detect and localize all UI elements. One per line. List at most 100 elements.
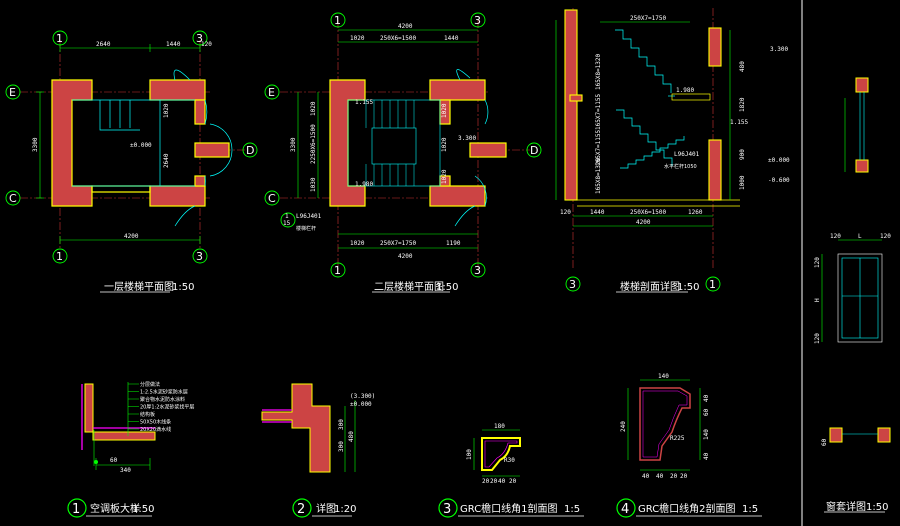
plan2-dim-top-1: 1020	[350, 35, 365, 42]
detail3-number: 3	[443, 502, 451, 517]
detail1-note: 50X50木线条	[140, 419, 171, 426]
detail1-dim-340: 340	[120, 467, 131, 474]
detail1-note: 20厚1:2水泥砂浆找平层	[140, 404, 194, 411]
detail1-note: 20X20滴水线	[140, 426, 171, 433]
detail2-level-1: (3.300)	[350, 393, 375, 400]
detail3-dim-100: 100	[466, 449, 473, 460]
section-bottom-1: 1440	[590, 209, 605, 216]
plan2-dim-top-3: 1440	[444, 35, 459, 42]
detail3-grc-cornice-1: 180 100 R30 20 20 40 20 3 GRC檐口线角1剖面图 1:…	[438, 423, 584, 518]
detail2-level-2: ±0.000	[350, 401, 372, 408]
plan2-axis-1-top: 1	[334, 14, 341, 27]
window-dim-2: 120	[880, 233, 891, 240]
detail3-dim-d: 20	[509, 478, 517, 485]
plan2-right-1: 1020	[441, 103, 448, 118]
detail1-ac-slab: 分层做法1:2.5水泥砂浆防水层聚合物水泥防水涂料20厚1:2水泥砂浆找平层结构…	[67, 381, 194, 518]
detail3-dim-c: 40	[498, 478, 506, 485]
plan1-axis-1-bottom: 1	[56, 250, 63, 263]
window-dim-60: 60	[821, 438, 828, 446]
plan2-dim-left: 3300	[290, 137, 297, 152]
detail4-title: GRC檐口线角2剖面图	[638, 502, 736, 515]
plan2-right-2: 1020	[441, 137, 448, 152]
plan2-level-3: 3.300	[458, 135, 476, 142]
detail4-dim-40a: 40	[703, 394, 710, 402]
plan2-side-1: 1020	[310, 101, 317, 116]
detail4-dim-R: R225	[670, 435, 685, 442]
detail2-scale: 1:20	[334, 504, 356, 515]
plan2-title: 二层楼梯平面图	[374, 280, 444, 293]
plan1-ground-floor-stair: 1 3 1 3 E C D 2640 1440 120 4200 3300 10…	[5, 30, 258, 293]
detail4-dim-60: 60	[703, 408, 710, 416]
plan2-upper-floor-stair: 1 3 1 3 E C D 4200 1020 250X6=1500 1440 …	[264, 12, 542, 293]
plan1-title: 一层楼梯平面图	[104, 280, 174, 293]
section-bottom-3: 1260	[688, 209, 703, 216]
detail1-dim-60: 60	[110, 457, 118, 464]
section-left-3: 165X7=1155	[595, 129, 602, 166]
plan2-dim-bottom-2: 250X7=1750	[380, 240, 417, 247]
plan2-dim-total-top: 4200	[398, 23, 413, 30]
plan2-right-3: 1020	[441, 169, 448, 184]
detail3-dim-R: R30	[504, 457, 515, 464]
plan2-axis-3-bottom: 3	[474, 264, 481, 277]
detail4-dim-b3: 20	[670, 473, 678, 480]
detail1-note: 1:2.5水泥砂浆防水层	[140, 389, 188, 396]
detail3-scale: 1:5	[564, 504, 580, 515]
section-level-5: -0.600	[768, 177, 790, 184]
plan2-axis-E: E	[268, 86, 275, 99]
detail2-dim-3: 480	[348, 431, 355, 442]
section-left-1: 165X8=1320	[595, 53, 602, 90]
plan1-dim-v1: 1020	[163, 103, 170, 118]
detail4-dim-b1: 40	[642, 473, 650, 480]
plan2-level-2: 1.980	[355, 181, 373, 188]
section-right-3: 900	[739, 149, 746, 160]
detail2: (3.300) ±0.000 300 300 480 2 详图 1:20	[261, 383, 375, 518]
detail2-title: 详图	[316, 502, 336, 515]
section-note: L96J401	[674, 151, 700, 158]
plan1-scale: 1:50	[172, 282, 194, 293]
detail4-dim-b2: 40	[656, 473, 664, 480]
plan1-dim-v2: 2640	[163, 153, 170, 168]
plan1-axis-E: E	[9, 86, 16, 99]
detail4-scale: 1:5	[742, 504, 758, 515]
window-frame-detail: 120 L 120 120 H 120 60 窗套详图 1:50	[814, 77, 891, 513]
section-left-4: 165X8=1320	[595, 157, 602, 194]
window-dim-1: 120	[830, 233, 841, 240]
section-level-1: 3.300	[770, 46, 788, 53]
section-bottom-2: 250X6=1500	[630, 209, 667, 216]
section-level-3: 1.155	[730, 119, 748, 126]
window-dim-4: 120	[814, 333, 821, 344]
plan2-dim-bottom-1: 1020	[350, 240, 365, 247]
detail3-title: GRC檐口线角1剖面图	[460, 502, 558, 515]
plan2-ref-num: 1	[285, 213, 289, 220]
plan2-level-1: 1.155	[355, 99, 373, 106]
section-level-2: 1.980	[676, 87, 694, 94]
detail1-number: 1	[72, 502, 80, 517]
window-title: 窗套详图	[826, 500, 866, 513]
plan2-dim-total-bottom: 4200	[398, 253, 413, 260]
section-left-2: 165X7=1155	[595, 93, 602, 130]
plan2-ref-idx: 15	[283, 220, 291, 227]
plan2-scale: 1:50	[436, 282, 458, 293]
detail1-note: 聚合物水泥防水涂料	[140, 396, 185, 403]
section-note-sub: 水平栏杆1050	[664, 163, 697, 170]
detail3-dim-b: 20	[490, 478, 498, 485]
section-axis-1: 1	[709, 278, 716, 291]
plan1-dim-bottom: 4200	[124, 233, 139, 240]
section-right-1: 480	[739, 61, 746, 72]
detail4-dim-40b: 40	[703, 452, 710, 460]
section-title: 楼梯剖面详图	[620, 280, 680, 293]
plan1-axis-C: C	[9, 192, 17, 205]
detail1-note: 结构板	[140, 411, 155, 418]
section-axis-3: 3	[569, 278, 576, 291]
detail4-dim-140: 140	[658, 373, 669, 380]
plan1-dim-top-r: 120	[201, 41, 212, 48]
plan2-side-2: 2250X6=1500	[310, 124, 317, 164]
plan1-dim-top-2: 1440	[166, 41, 181, 48]
plan2-ref-sub: 楼梯栏杆	[296, 225, 316, 232]
detail1-note: 分层做法	[140, 381, 160, 388]
section-level-4: ±0.000	[768, 157, 790, 164]
window-dim-3: 120	[814, 257, 821, 268]
detail3-dim-a: 20	[482, 478, 490, 485]
